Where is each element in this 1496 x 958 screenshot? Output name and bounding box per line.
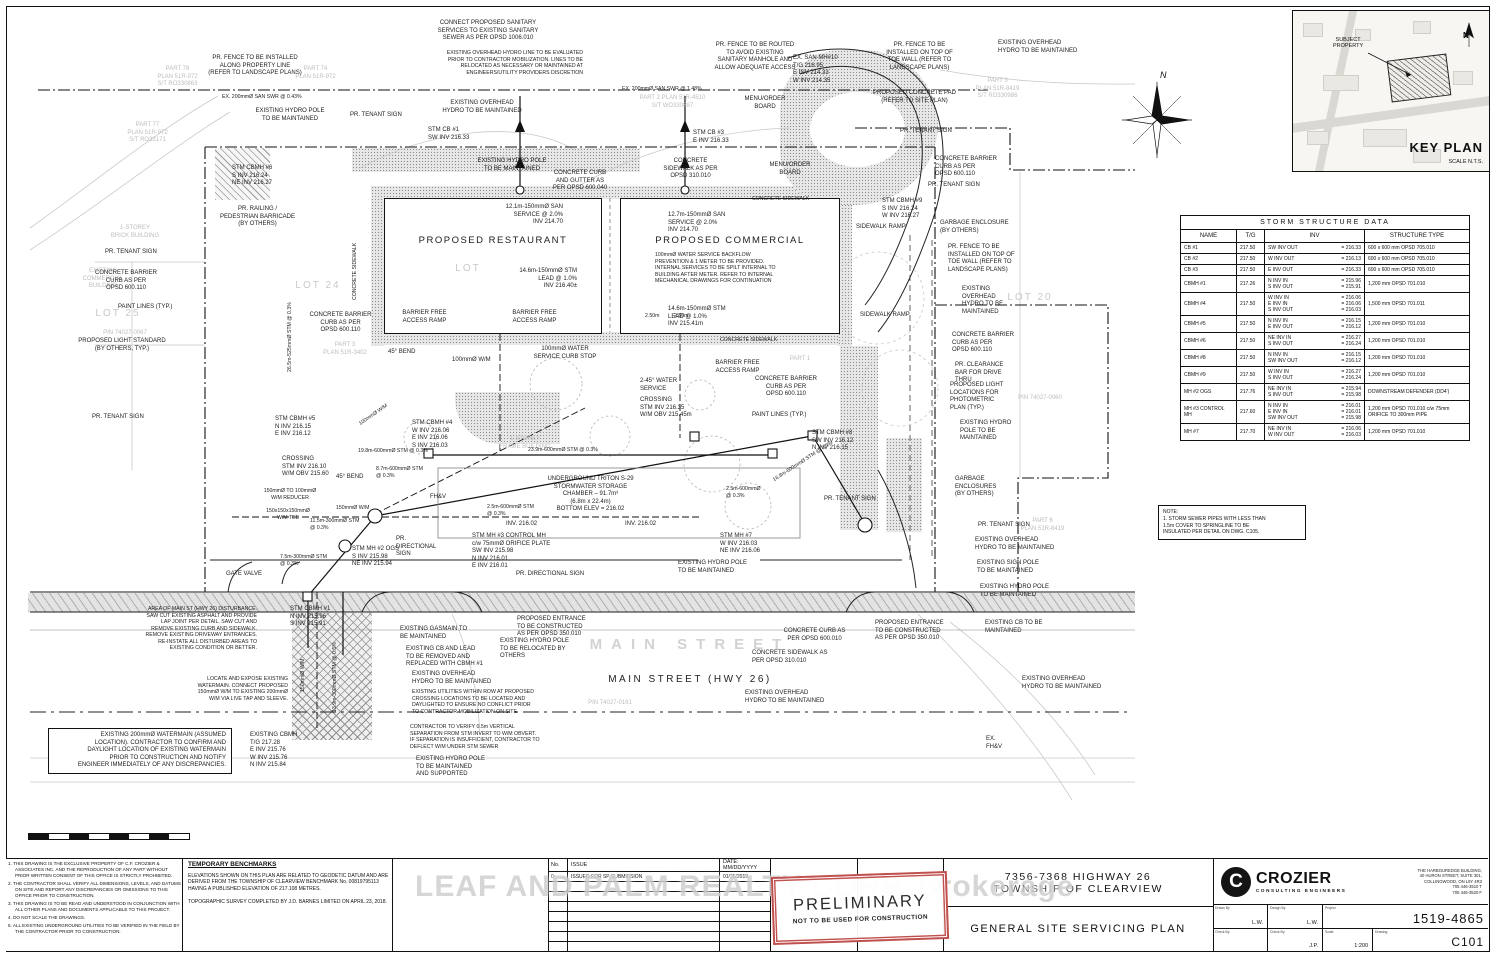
project-address: 7356-7368 HIGHWAY 26 TOWNSHIP OF CLEARVI… [943, 859, 1213, 907]
benchmarks-title: TEMPORARY BENCHMARKS [188, 861, 277, 868]
sidewalk-left [371, 186, 384, 346]
check-by-2-value: J.P. [1309, 943, 1318, 949]
issue-row [548, 902, 770, 912]
sidewalk-right [838, 186, 852, 346]
firm-address-line: 40 HURON STREET, SUITE 301, [1419, 873, 1482, 879]
firm-address-line: COLLINGWOOD, ON L9Y 4R3 [1424, 878, 1482, 884]
issue-row [548, 932, 770, 942]
general-note: 1. THIS DRAWING IS THE EXCLUSIVE PROPERT… [8, 861, 173, 878]
key-plan: N SUBJECT PROPERTY KEY PLAN SCALE N.T.S. [1292, 10, 1490, 172]
issue-row [548, 882, 770, 892]
firm-block: C CROZIER CONSULTING ENGINEERS THE HARBO… [1213, 859, 1488, 951]
preliminary-stamp: PRELIMINARY NOT TO BE USED FOR CONSTRUCT… [770, 870, 950, 946]
project-block: 7356-7368 HIGHWAY 26 TOWNSHIP OF CLEARVI… [943, 859, 1213, 951]
storm-structure-table: STORM STRUCTURE DATA NAME T/G INV STRUCT… [1180, 215, 1470, 441]
issue-table-header: No. ISSUE DATE: MM/DD/YYYY [548, 859, 770, 872]
building: PROPOSED COMMERCIAL [620, 198, 840, 334]
issue-row [548, 922, 770, 932]
building-label: PROPOSED RESTAURANT [418, 235, 568, 246]
crozier-logo-icon: C [1221, 866, 1251, 897]
firm-address: THE HARBOUREDGE BUILDING,40 HURON STREET… [1418, 868, 1482, 895]
stamp-line-2: NOT TO BE USED FOR CONSTRUCTION [792, 913, 929, 925]
scale-bar [28, 833, 190, 840]
issue-row [548, 892, 770, 902]
drawn-by-value: L.W. [1251, 920, 1263, 926]
sidewalk-column [840, 346, 878, 530]
drive-thru-lane [810, 92, 905, 167]
key-plan-scale: SCALE N.T.S. [1448, 159, 1483, 165]
key-plan-title: KEY PLAN [1409, 140, 1483, 155]
key-plan-leader [1367, 22, 1474, 77]
north-label: N [1160, 70, 1167, 80]
benchmarks-paragraph: TOPOGRAPHIC SURVEY COMPLETED BY J.D. BAR… [188, 898, 387, 905]
fields-row-2: Check By Check By J.P. Scale 1:200 Drawi… [1213, 928, 1488, 951]
sidewalk-bottom [371, 332, 840, 345]
key-plan-north-label: N [1463, 31, 1469, 40]
drawing-number: C101 [1451, 935, 1484, 949]
general-note: 5. ALL EXISTING UNDERGROUND UTILITIES TO… [8, 922, 180, 934]
note-box: NOTE: 1. STORM SEWER PIPES WITH LESS THA… [1158, 505, 1306, 540]
title-block: 1. THIS DRAWING IS THE EXCLUSIVE PROPERT… [6, 858, 1488, 952]
main-st-disturbance [292, 613, 372, 740]
general-note: 2. THE CONTRACTOR SHALL VERIFY ALL DIMEN… [8, 880, 181, 898]
firm-name: CROZIER CONSULTING ENGINEERS [1256, 870, 1347, 893]
general-note: 4. DO NOT SCALE THE DRAWINGS. [8, 914, 86, 920]
issue-row [548, 942, 770, 952]
building-label: PROPOSED COMMERCIAL [655, 235, 805, 246]
design-by-value: L.W. [1306, 920, 1318, 926]
storm-table-header: NAME T/G INV STRUCTURE TYPE [1181, 230, 1469, 243]
scale-value: 1:200 [1354, 943, 1368, 949]
project-number: 1519-4865 [1412, 911, 1484, 926]
drawing-title: GENERAL SITE SERVICING PLAN [970, 922, 1186, 935]
firm-address-line: THE HARBOUREDGE BUILDING, [1417, 867, 1482, 873]
firm-logo-row: C CROZIER CONSULTING ENGINEERS THE HARBO… [1213, 859, 1488, 905]
brokerage-watermark: LEAF AND PALM REALTY CORP. Brokerage [415, 870, 1075, 903]
firm-address-line: 705 446-3510 T [1452, 884, 1483, 890]
firm-address-line: 705 446-3520 F [1452, 889, 1482, 895]
issue-row [548, 912, 770, 922]
building: PROPOSED RESTAURANT [384, 198, 602, 334]
landscape-strip [352, 148, 640, 172]
stamp-line-1: PRELIMINARY [792, 891, 927, 914]
storm-table-title: STORM STRUCTURE DATA [1181, 216, 1469, 230]
road-band [28, 593, 1135, 612]
benchmarks-block: TEMPORARY BENCHMARKS ELEVATIONS SHOWN ON… [188, 861, 392, 912]
general-note: 3. THIS DRAWING IS TO BE READ AND UNDERS… [8, 900, 180, 912]
key-plan-subject-label: SUBJECT PROPERTY [1333, 37, 1364, 49]
fields-row-1: Drawn By L.W. Design By L.W. Project 151… [1213, 904, 1488, 928]
general-notes: 1. THIS DRAWING IS THE EXCLUSIVE PROPERT… [8, 861, 182, 937]
benchmarks-paragraph: ELEVATIONS SHOWN ON THIS PLAN ARE RELATE… [188, 872, 389, 893]
garbage-enclosure-pad [886, 438, 922, 532]
sidewalk-top [383, 186, 840, 199]
hatch-block-northwest [215, 148, 270, 200]
